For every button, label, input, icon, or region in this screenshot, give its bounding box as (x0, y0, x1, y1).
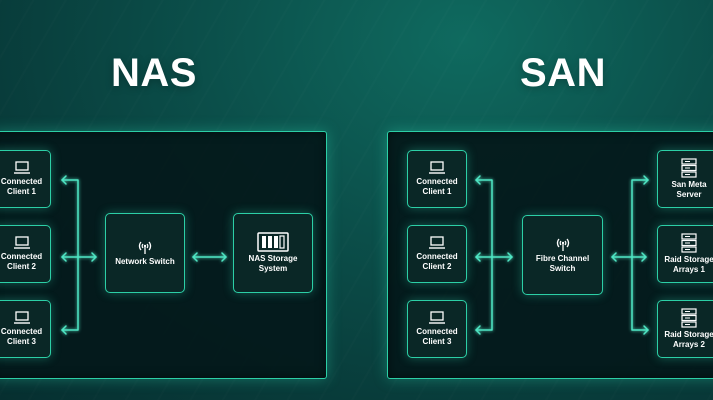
san-client-2-label: Connected Client 2 (416, 252, 458, 271)
san-client-2[interactable]: Connected Client 2 (407, 225, 467, 283)
nas-client-2-label: Connected Client 2 (0, 252, 43, 271)
nas-client-1[interactable]: Connected Client 1 (0, 150, 51, 208)
laptop-icon (428, 161, 446, 175)
nas-switch-label: Network Switch (115, 257, 175, 266)
san-meta-server[interactable]: San Meta Server (657, 150, 713, 208)
storage-rack-icon (257, 232, 289, 252)
laptop-icon (13, 311, 31, 325)
san-raid-storage-1[interactable]: Raid Storage Arrays 1 (657, 225, 713, 283)
san-fibre-channel-switch[interactable]: Fibre Channel Switch (522, 215, 603, 295)
san-raid-storage-2[interactable]: Raid Storage Arrays 2 (657, 300, 713, 358)
san-meta-server-label: San Meta Server (671, 180, 707, 199)
san-title: SAN (520, 51, 606, 95)
nas-client-3-label: Connected Client 3 (0, 327, 43, 346)
laptop-icon (13, 161, 31, 175)
nas-title: NAS (111, 51, 197, 95)
wifi-signal-icon (554, 236, 572, 252)
server-icon (679, 233, 699, 253)
nas-client-1-label: Connected Client 1 (0, 177, 43, 196)
san-client-3-label: Connected Client 3 (416, 327, 458, 346)
laptop-icon (428, 311, 446, 325)
san-server-bracket-arrow (611, 175, 649, 335)
san-raid-storage-1-label: Raid Storage Arrays 1 (664, 255, 713, 274)
server-icon (679, 308, 699, 328)
nas-client-bracket-arrow (61, 175, 97, 335)
san-client-3[interactable]: Connected Client 3 (407, 300, 467, 358)
nas-network-switch[interactable]: Network Switch (105, 213, 185, 293)
san-raid-storage-2-label: Raid Storage Arrays 2 (664, 330, 713, 349)
nas-client-2[interactable]: Connected Client 2 (0, 225, 51, 283)
nas-client-3[interactable]: Connected Client 3 (0, 300, 51, 358)
san-switch-label: Fibre Channel Switch (535, 254, 590, 273)
san-client-bracket-arrow (475, 175, 513, 335)
server-icon (679, 158, 699, 178)
laptop-icon (428, 236, 446, 250)
wifi-signal-icon (136, 239, 154, 255)
san-client-1[interactable]: Connected Client 1 (407, 150, 467, 208)
laptop-icon (13, 236, 31, 250)
nas-switch-storage-arrow (192, 252, 227, 262)
nas-storage-system[interactable]: NAS Storage System (233, 213, 313, 293)
nas-storage-label: NAS Storage System (248, 254, 298, 273)
san-client-1-label: Connected Client 1 (416, 177, 458, 196)
